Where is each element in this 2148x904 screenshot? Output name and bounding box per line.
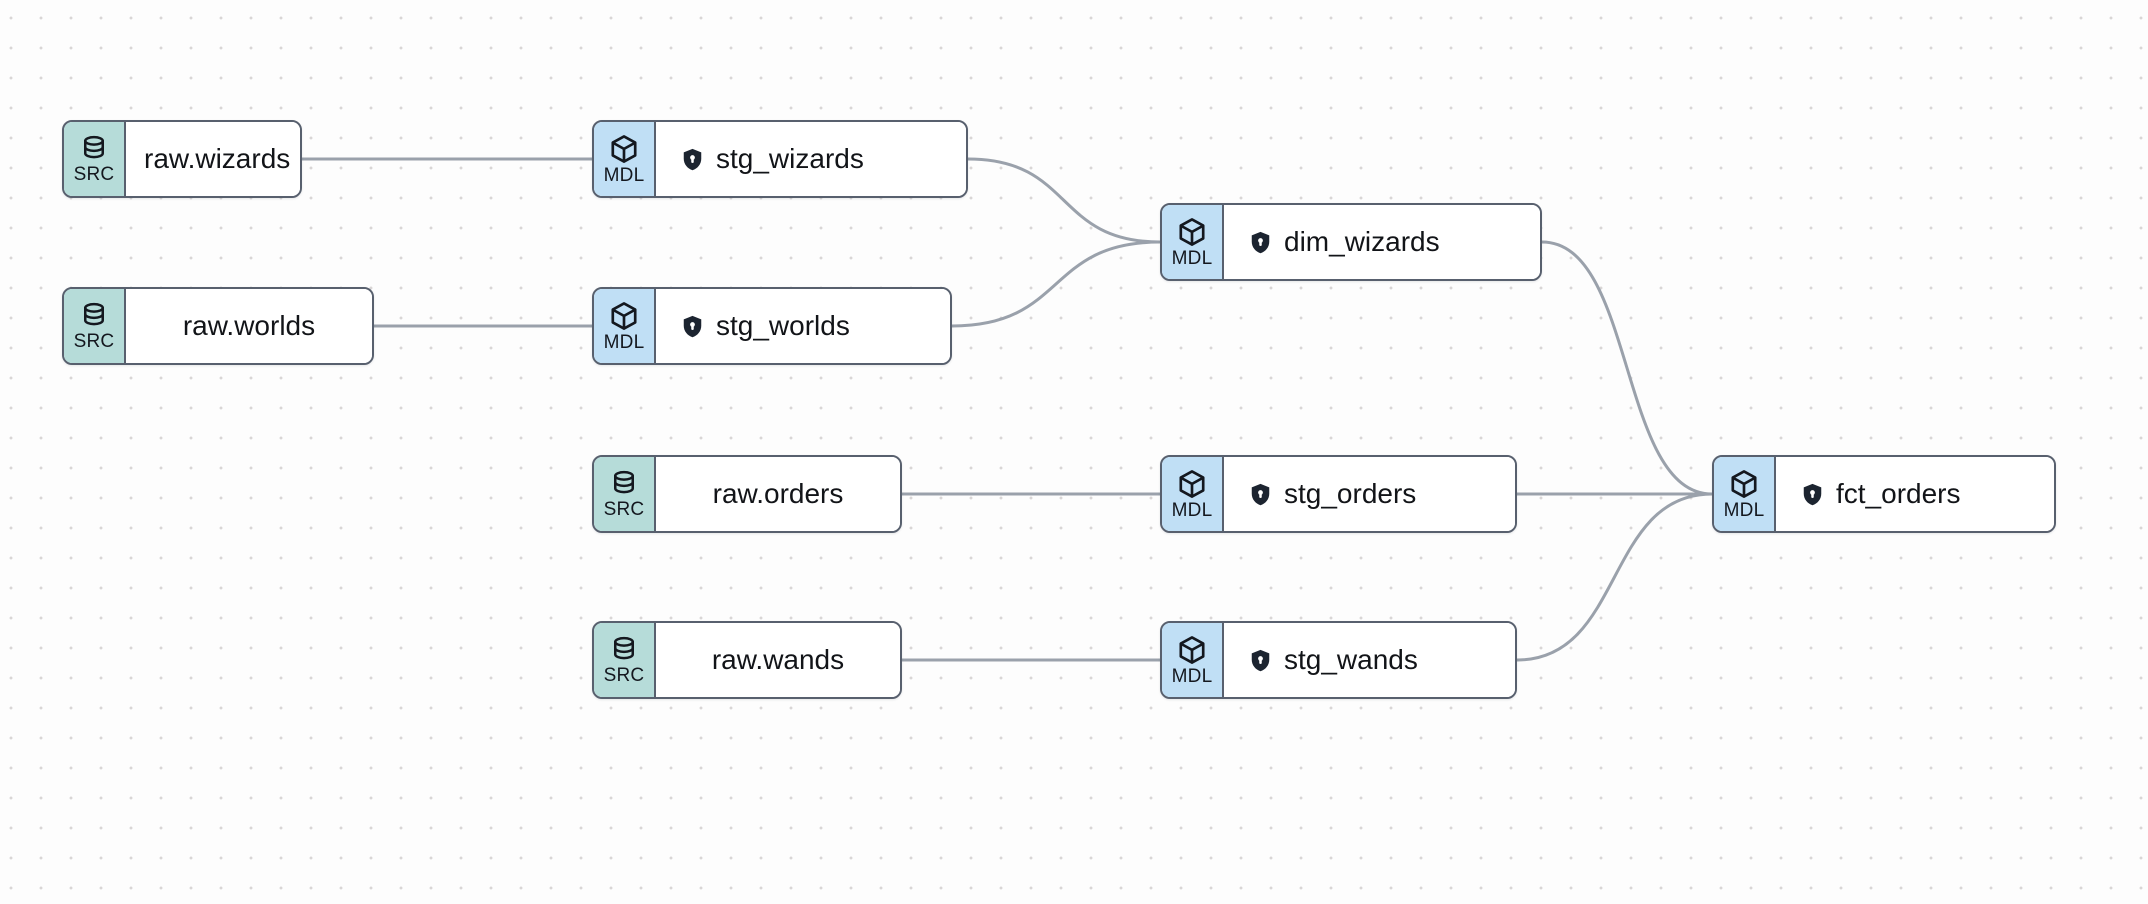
node-label: raw.wizards — [144, 143, 291, 174]
node-body: stg_orders — [1224, 457, 1515, 531]
lock-shield-icon — [680, 314, 705, 339]
node-type-badge: MDL — [1162, 205, 1224, 279]
node-label: raw.worlds — [182, 310, 316, 341]
lineage-node-fct_orders[interactable]: MDL fct_orders — [1712, 455, 2056, 533]
lineage-node-dim_wizards[interactable]: MDL dim_wizards — [1160, 203, 1542, 281]
lineage-node-raw_wizards[interactable]: SRC raw.wizards — [62, 120, 302, 198]
lineage-edge-stg_wands-to-fct_orders — [1515, 492, 1714, 662]
node-type-badge: SRC — [64, 122, 126, 196]
node-type-label: MDL — [1171, 500, 1213, 521]
node-type-badge: MDL — [594, 122, 656, 196]
lineage-edge-stg_worlds-to-dim_wizards — [950, 240, 1162, 328]
database-icon — [609, 469, 639, 499]
node-body: fct_orders — [1776, 457, 2054, 531]
node-type-label: MDL — [1723, 500, 1765, 521]
node-label: stg_wizards — [716, 143, 864, 174]
database-icon — [609, 635, 639, 665]
lineage-edge-dim_wizards-to-fct_orders — [1540, 240, 1714, 496]
node-type-badge: MDL — [594, 289, 656, 363]
node-type-label: SRC — [73, 164, 115, 185]
node-body: raw.orders — [656, 457, 900, 531]
node-type-label: SRC — [603, 665, 645, 686]
node-body: raw.wands — [656, 623, 900, 697]
node-type-label: SRC — [603, 499, 645, 520]
node-label: raw.orders — [712, 478, 844, 509]
node-label: dim_wizards — [1284, 226, 1440, 257]
lineage-node-raw_worlds[interactable]: SRC raw.worlds — [62, 287, 374, 365]
node-type-badge: SRC — [594, 457, 656, 531]
cube-icon — [1176, 634, 1208, 666]
database-icon — [79, 134, 109, 164]
node-label: raw.wands — [711, 644, 845, 675]
node-body: stg_worlds — [656, 289, 950, 363]
node-label: fct_orders — [1836, 478, 1961, 509]
node-body: dim_wizards — [1224, 205, 1540, 279]
node-body: raw.worlds — [126, 289, 372, 363]
node-label: stg_worlds — [716, 310, 850, 341]
lineage-node-raw_wands[interactable]: SRC raw.wands — [592, 621, 902, 699]
node-body: stg_wands — [1224, 623, 1515, 697]
node-type-label: SRC — [73, 331, 115, 352]
node-type-label: MDL — [603, 332, 645, 353]
lineage-node-stg_orders[interactable]: MDL stg_orders — [1160, 455, 1517, 533]
node-type-label: MDL — [603, 165, 645, 186]
node-type-badge: MDL — [1162, 623, 1224, 697]
lineage-node-stg_wands[interactable]: MDL stg_wands — [1160, 621, 1517, 699]
cube-icon — [1728, 468, 1760, 500]
node-label: stg_orders — [1284, 478, 1417, 509]
lock-shield-icon — [1248, 482, 1273, 507]
node-body: raw.wizards — [126, 122, 300, 196]
cube-icon — [1176, 468, 1208, 500]
cube-icon — [1176, 216, 1208, 248]
cube-icon — [608, 300, 640, 332]
lock-shield-icon — [1248, 648, 1273, 673]
node-type-badge: MDL — [1162, 457, 1224, 531]
lock-shield-icon — [1248, 230, 1273, 255]
node-type-label: MDL — [1171, 666, 1213, 687]
node-body: stg_wizards — [656, 122, 966, 196]
lineage-edge-stg_wizards-to-dim_wizards — [966, 157, 1162, 244]
node-type-badge: MDL — [1714, 457, 1776, 531]
lock-shield-icon — [680, 147, 705, 172]
node-label: stg_wands — [1284, 644, 1418, 675]
database-icon — [79, 301, 109, 331]
node-type-badge: SRC — [64, 289, 126, 363]
lineage-node-stg_worlds[interactable]: MDL stg_worlds — [592, 287, 952, 365]
lock-shield-icon — [1800, 482, 1825, 507]
node-type-label: MDL — [1171, 248, 1213, 269]
lineage-node-raw_orders[interactable]: SRC raw.orders — [592, 455, 902, 533]
cube-icon — [608, 133, 640, 165]
node-type-badge: SRC — [594, 623, 656, 697]
lineage-node-stg_wizards[interactable]: MDL stg_wizards — [592, 120, 968, 198]
